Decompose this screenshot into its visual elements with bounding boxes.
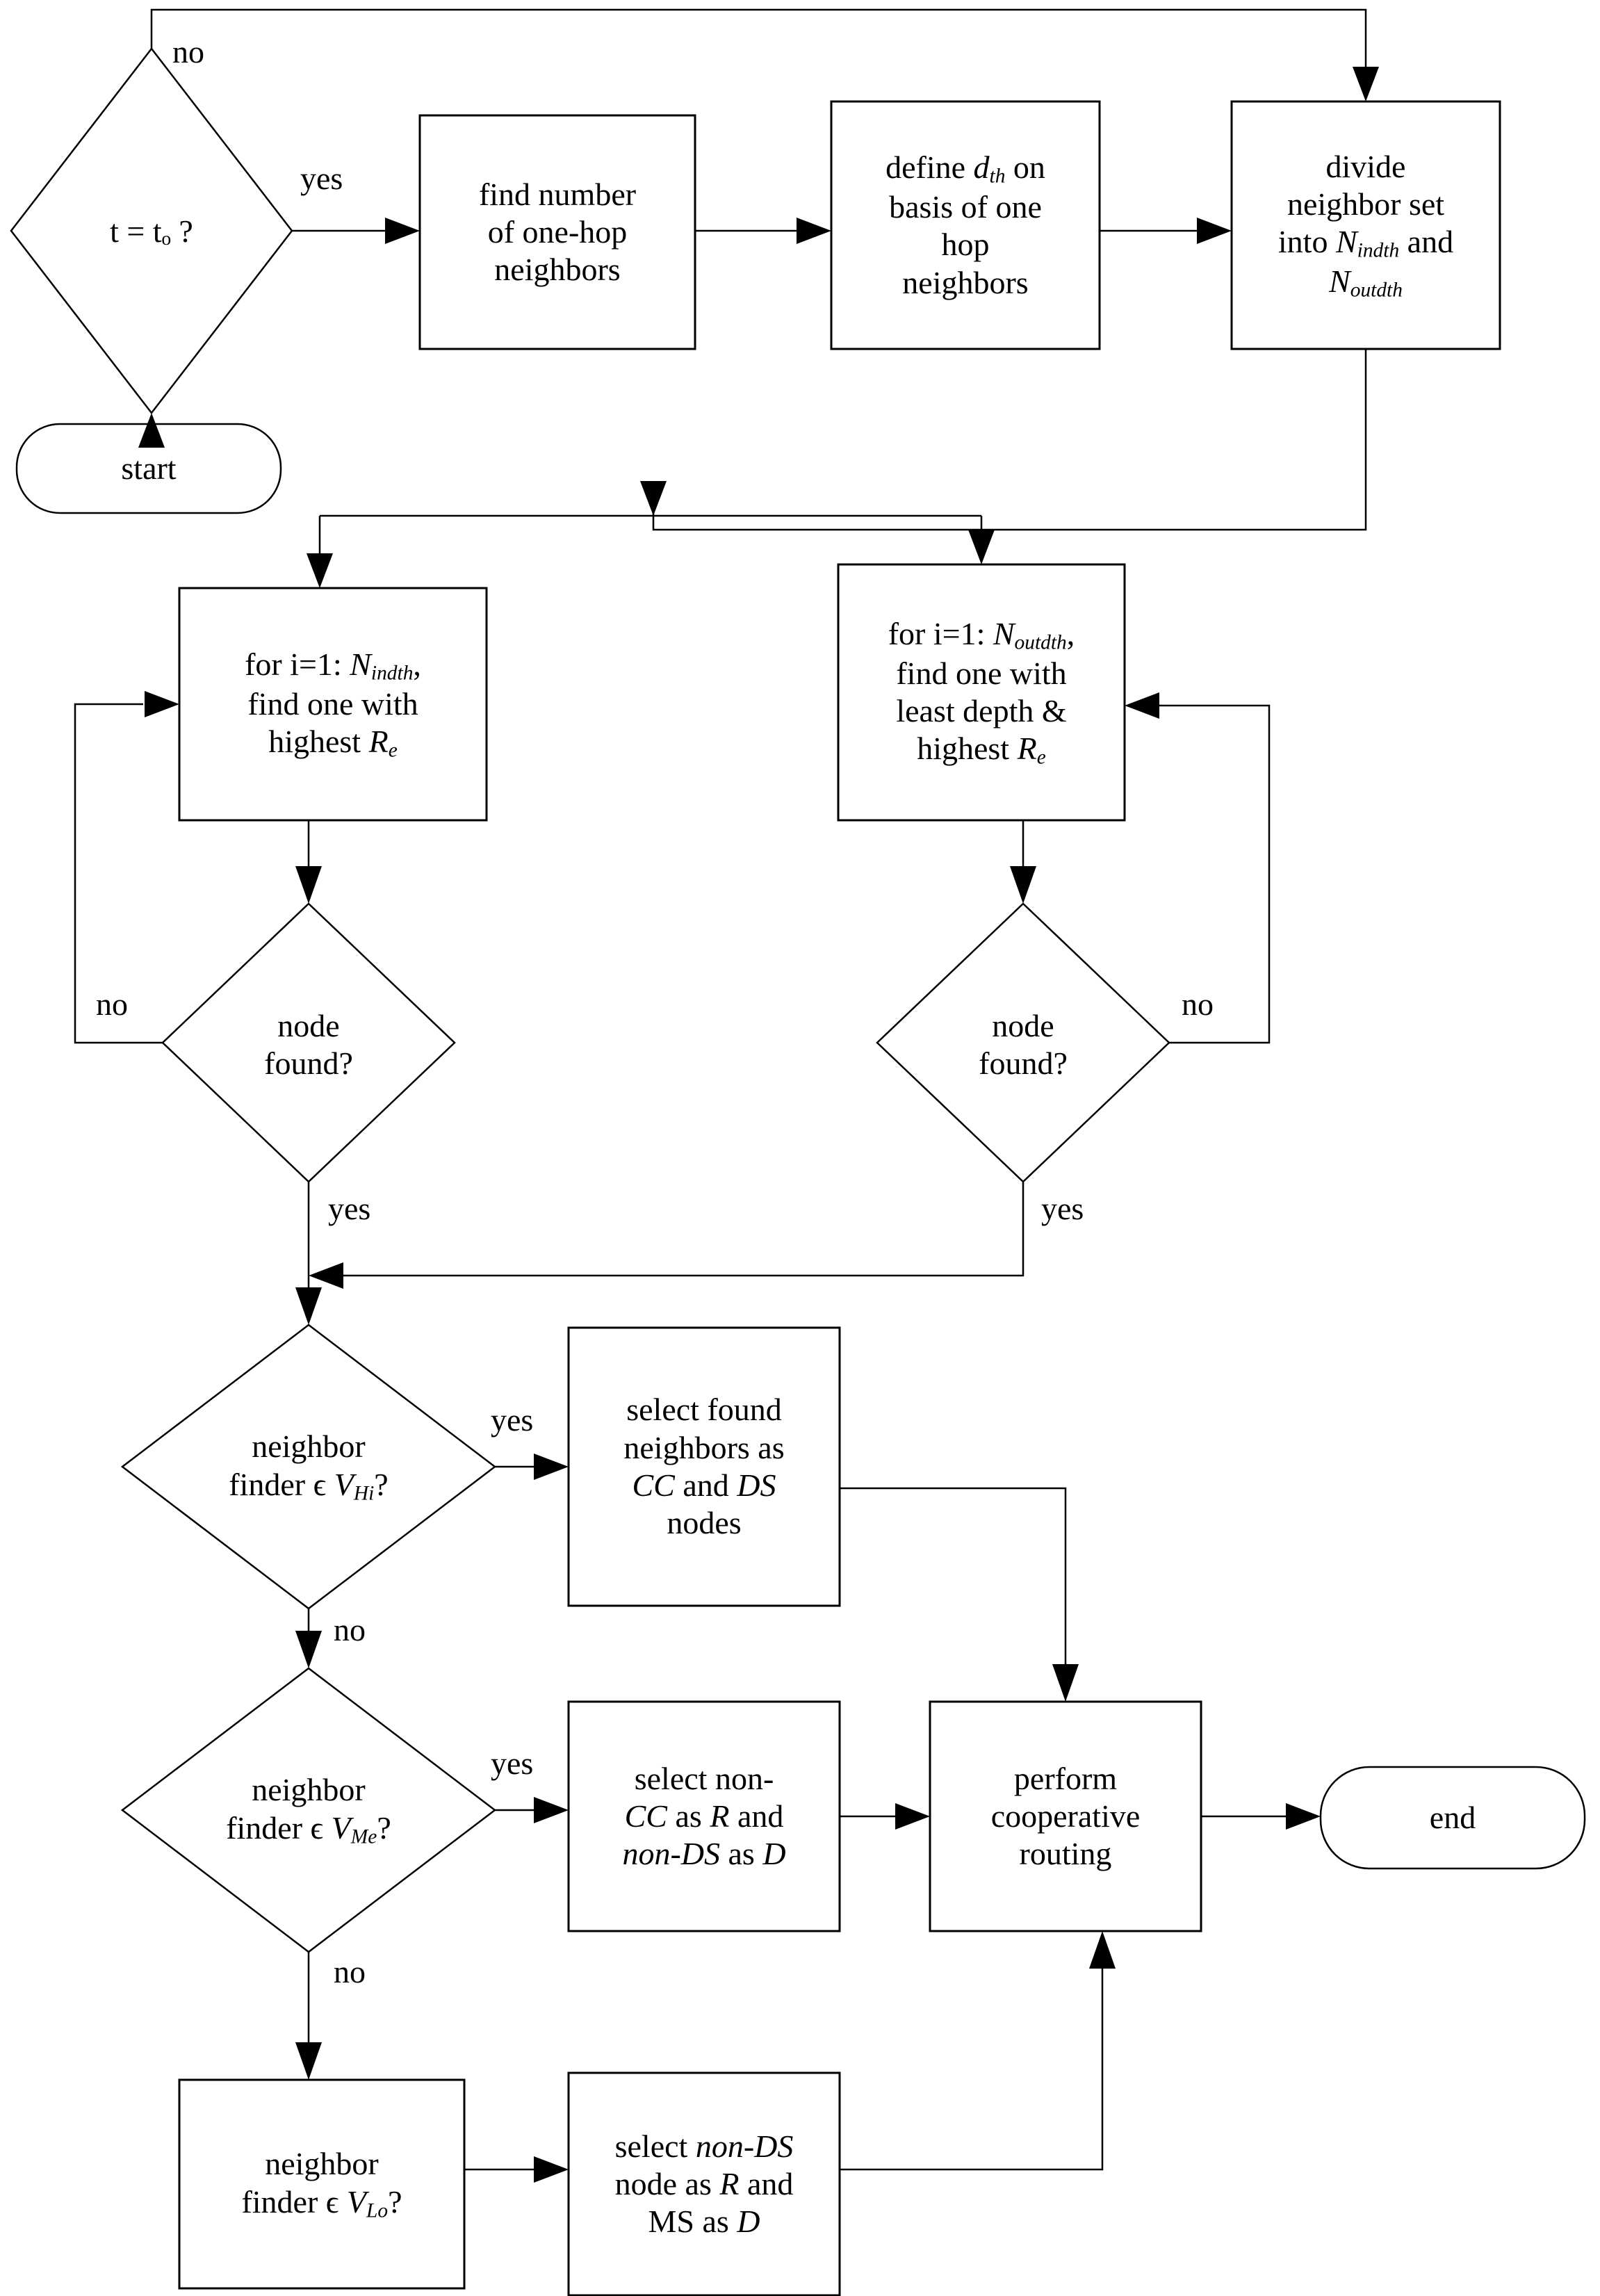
- arrowhead-vme-no: [295, 2042, 322, 2080]
- arrowhead-noncc-routing: [895, 1803, 930, 1830]
- edge-label-t-no: no: [172, 34, 204, 70]
- shape-select-nonds: [567, 2071, 841, 2296]
- edge-label-right-found-no: no: [1182, 986, 1214, 1022]
- arrowhead-left-found-yes: [295, 1287, 322, 1325]
- shape-loop-outdth: [837, 563, 1126, 822]
- edge-t-no: [150, 8, 1367, 78]
- shape-select-noncc: [567, 1700, 841, 1932]
- edge-label-t-yes: yes: [300, 161, 343, 196]
- edge-divide-to-split: [652, 349, 1367, 531]
- arrowhead-divide-split: [640, 481, 667, 516]
- shape-t-eq-t0: [10, 47, 293, 415]
- shape-node-found-left: [161, 902, 456, 1183]
- arrowhead-vlo-nonds: [534, 2156, 569, 2183]
- shape-find-one-hop: [418, 114, 696, 350]
- arrowhead-routing-end: [1286, 1803, 1321, 1830]
- arrowhead-start-decision: [138, 413, 165, 448]
- edge-label-vme-no: no: [334, 1954, 366, 1989]
- arrowhead-t-no: [1353, 67, 1379, 101]
- edge-ccds-to-routing: [840, 1487, 1067, 1671]
- arrowhead-split-left: [307, 553, 333, 588]
- arrowhead-ccds-routing: [1052, 1664, 1079, 1702]
- edge-nonds-to-routing: [840, 1962, 1104, 2171]
- arrowhead-t-yes: [385, 218, 420, 244]
- edge-label-left-found-no: no: [96, 986, 128, 1022]
- arrowhead-nonds-routing: [1089, 1931, 1116, 1969]
- arrowhead-indth-found: [295, 866, 322, 904]
- arrowhead-vhi-no: [295, 1631, 322, 1668]
- edge-left-found-no: [74, 703, 163, 1044]
- shape-define-dth: [830, 100, 1101, 350]
- edge-label-vhi-no: no: [334, 1612, 366, 1647]
- arrowhead-outdth-found: [1010, 866, 1036, 904]
- shape-loop-indth: [178, 587, 488, 822]
- shape-select-cc-ds: [567, 1326, 841, 1607]
- edge-split-bar: [318, 514, 983, 553]
- edge-label-vhi-yes: yes: [491, 1402, 534, 1438]
- edge-label-right-found-yes: yes: [1041, 1191, 1084, 1226]
- arrowhead-vme-yes: [534, 1797, 569, 1823]
- shape-end: [1319, 1766, 1586, 1870]
- edge-label-vme-yes: yes: [491, 1745, 534, 1781]
- edge-right-found-no: [1159, 704, 1271, 1044]
- shape-finder-vme: [120, 1667, 497, 1953]
- arrowhead-vhi-yes: [534, 1454, 569, 1480]
- shape-finder-vhi: [120, 1324, 497, 1610]
- arrowhead-right-found-yes: [309, 1262, 343, 1289]
- arrowhead-right-found-no: [1125, 692, 1159, 719]
- edge-label-left-found-yes: yes: [328, 1191, 371, 1226]
- arrowhead-left-found-no: [145, 691, 179, 717]
- arrowhead-dth-divide: [1197, 218, 1232, 244]
- shape-perform-routing: [929, 1700, 1202, 1932]
- shape-divide-set: [1230, 100, 1501, 350]
- shape-finder-vlo: [178, 2078, 466, 2290]
- arrowhead-findhop-dth: [797, 218, 831, 244]
- shape-node-found-right: [876, 902, 1170, 1183]
- arrowhead-split-right: [968, 530, 995, 564]
- edge-right-found-yes: [343, 1182, 1025, 1277]
